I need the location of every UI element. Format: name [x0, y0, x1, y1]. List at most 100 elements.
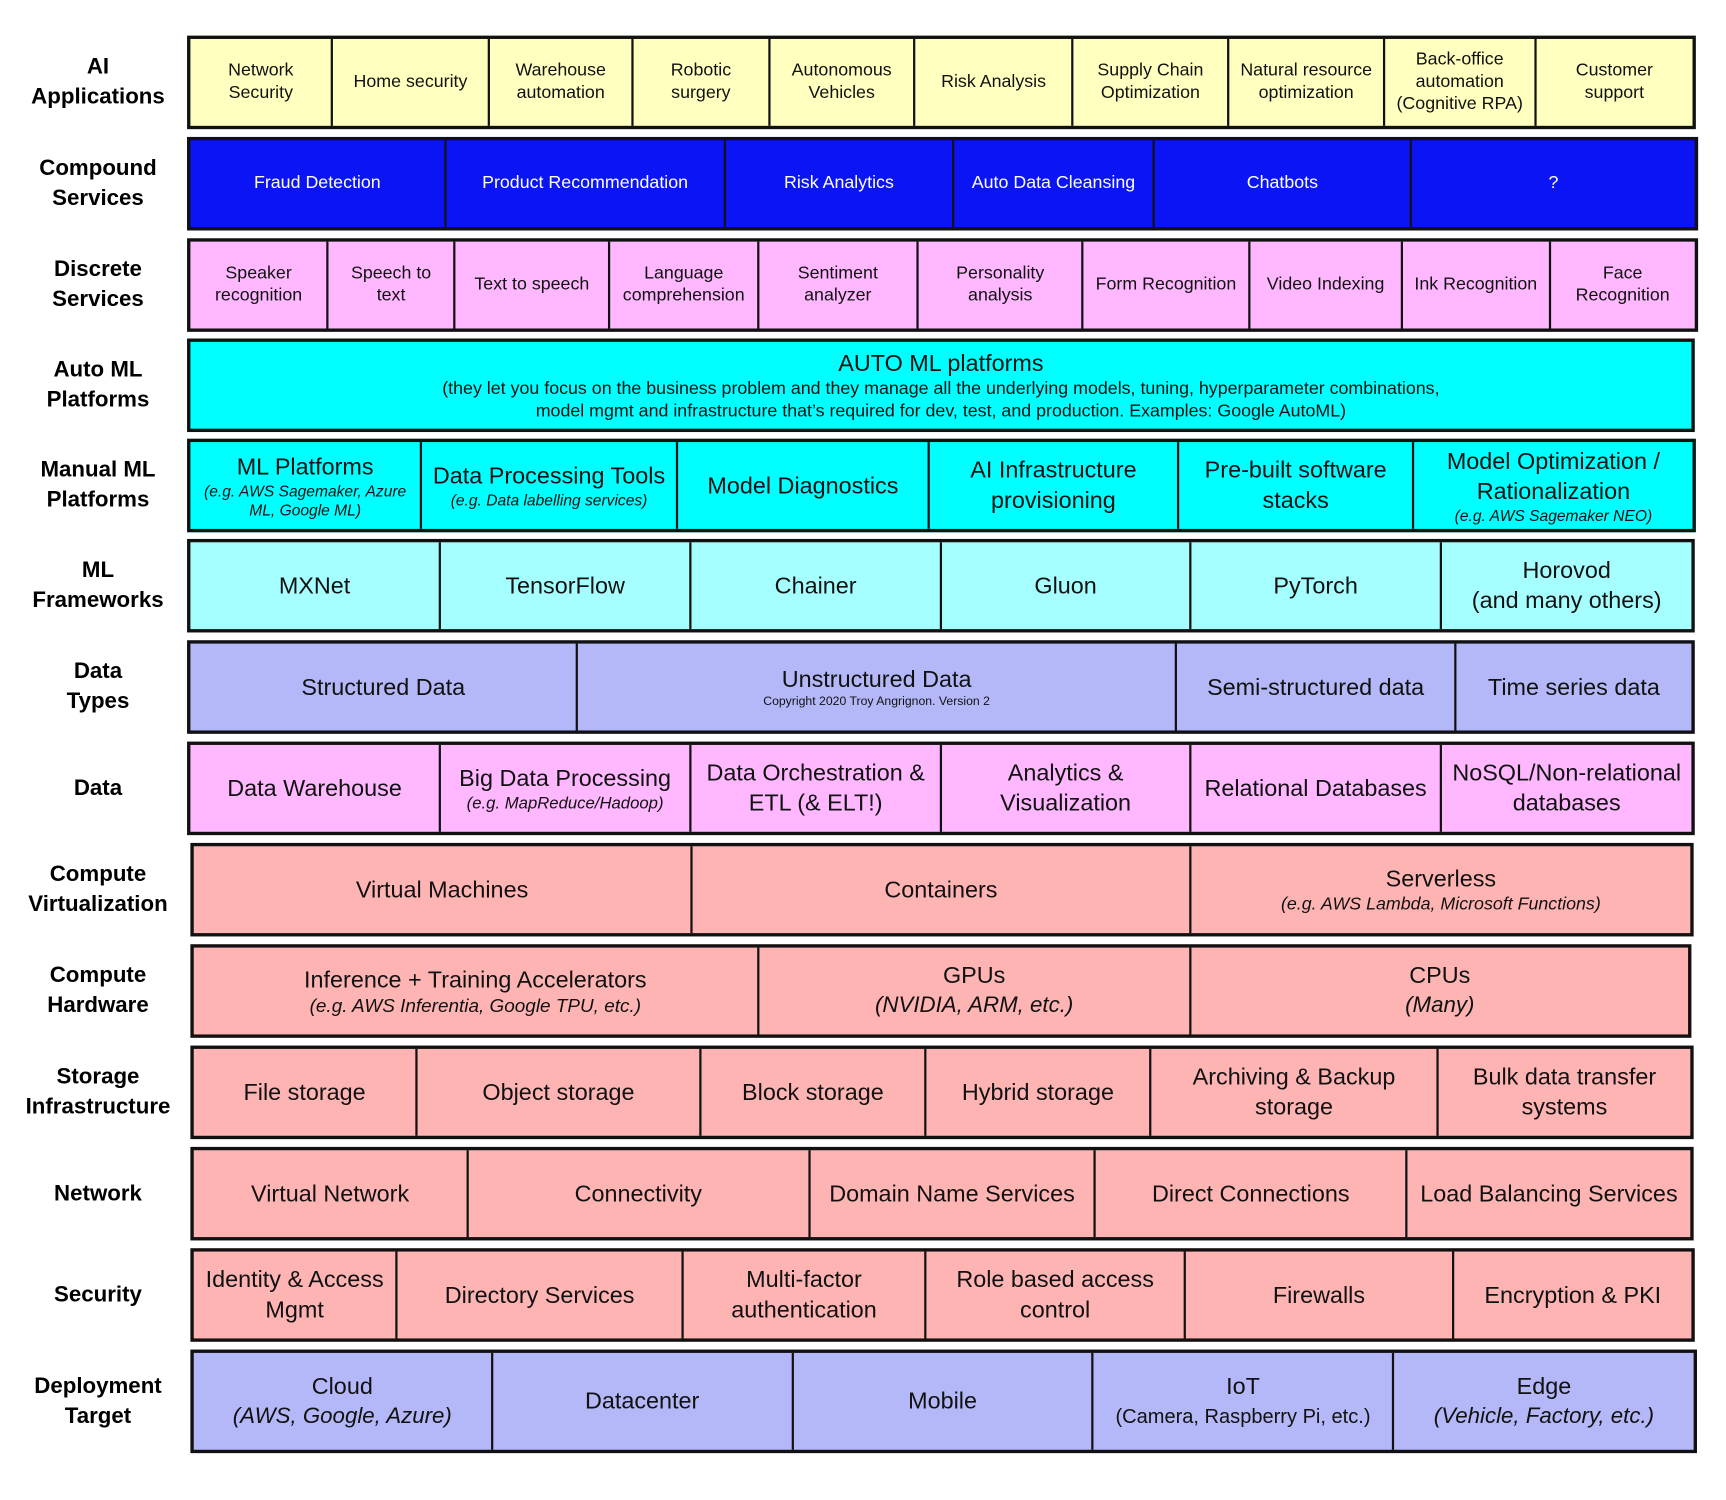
cell-role-based-access-control: Role based access control [927, 1251, 1186, 1339]
cell-title: Robotic surgery [670, 61, 732, 103]
cell-supply-chain-optimization: Supply Chain Optimization [1074, 38, 1230, 126]
cell-title: GPUs [942, 963, 1006, 989]
cell-semi-structured-data: Semi-structured data [1177, 643, 1457, 731]
cell-inference-training-accelerators: Inference + Training Accelerators(e.g. A… [194, 947, 760, 1035]
cell-mxnet: MXNet [190, 542, 441, 630]
cell-title: Multi-factor authentication [731, 1267, 877, 1323]
row-label-manual-ml-platforms: Manual ML Platforms [40, 457, 156, 513]
cell-title: Risk Analytics [783, 173, 894, 193]
row-label-compute-hardware: Compute Hardware [47, 963, 149, 1018]
cell-title: Inference + Training Accelerators [304, 967, 647, 993]
cell-language-comprehension: Language comprehension [611, 241, 760, 329]
cell-pre-built-software-stacks: Pre-built software stacks [1179, 442, 1415, 529]
cell-title: Big Data Processing [459, 765, 672, 792]
cell-title: Model Diagnostics [707, 472, 899, 499]
cell-title: Block storage [742, 1079, 884, 1106]
cell-title: Data Warehouse [227, 775, 402, 802]
row-label-storage-infrastructure: Storage Infrastructure [25, 1064, 171, 1120]
cell-cloud: Cloud(AWS, Google, Azure) [194, 1352, 494, 1450]
cell-block-storage: Block storage [701, 1048, 927, 1136]
cell-title: Connectivity [574, 1180, 702, 1207]
cell-back-office-automation-cognitive-rpa: Back-office automation (Cognitive RPA) [1385, 38, 1537, 126]
layer-manual-ml-platforms: ML Platforms(e.g. AWS Sagemaker, Azure M… [187, 438, 1696, 533]
cell-title: Autonomous Vehicles [791, 61, 892, 103]
cell-title: Form Recognition [1095, 275, 1237, 294]
cell-title: Supply Chain Optimization [1097, 61, 1204, 103]
cell-ai-infrastructure-provisioning: AI Infrastructure provisioning [930, 442, 1180, 529]
cell-encryption-pki: Encryption & PKI [1454, 1252, 1691, 1339]
cell-data-processing-tools: Data Processing Tools (e.g. Data labellin… [422, 442, 679, 529]
row-label-auto-ml-platforms: Auto ML Platforms [46, 357, 150, 412]
cell-title: AUTO ML platforms [838, 350, 1044, 376]
cell-title: Load Balancing Services [1420, 1180, 1678, 1207]
cell-title: Back-office automation (Cognitive RPA) [1396, 50, 1523, 114]
cell-directory-services: Directory Services [398, 1251, 684, 1339]
cell-title: AI Infrastructure provisioning [970, 457, 1137, 514]
cell-containers: Containers [693, 846, 1192, 934]
cell-example: (e.g. Data labelling services) [450, 491, 648, 509]
cell-title: Network Security [228, 61, 294, 103]
cell-title: Mobile [908, 1388, 978, 1415]
cell-title: Analytics & Visualization [1000, 760, 1132, 817]
cell-title: Chatbots [1246, 173, 1319, 193]
cell-title: Hybrid storage [961, 1079, 1114, 1106]
cell-title: Relational Databases [1204, 775, 1427, 802]
cell-title: Structured Data [301, 674, 466, 700]
cell-title: Text to speech [474, 275, 590, 294]
cell-example: (Camera, Raspberry Pi, etc.) [1115, 1405, 1371, 1428]
copyright-note: Copyright 2020 Troy Angrignon. Version 2 [763, 694, 990, 709]
layer-storage-infrastructure: File storage Object storage Block storage H… [190, 1045, 1694, 1140]
layer-deployment-target: Cloud(AWS, Google, Azure)Datacenter Mobil… [190, 1349, 1697, 1454]
cell-time-series-data: Time series data [1456, 644, 1691, 731]
cell-gpus: GPUs (NVIDIA, ARM, etc.) [759, 947, 1192, 1035]
cell-title: Face Recognition [1575, 263, 1670, 306]
cell-example: (NVIDIA, ARM, etc.) [874, 993, 1074, 1018]
cell-title: Containers [884, 876, 998, 903]
cell-title: Gluon [1034, 572, 1097, 599]
cell-title: Warehouse automation [515, 61, 606, 103]
cell-identity-access-mgmt: Identity & Access Mgmt [194, 1251, 398, 1339]
cell-title: Risk Analysis [941, 72, 1047, 92]
layer-auto-ml-platforms: AUTO ML platforms (they let you focus on … [187, 338, 1695, 433]
cell-example: (Many) [1405, 993, 1475, 1018]
cell-title: Customer support [1575, 61, 1653, 103]
cell-sentiment-analyzer: Sentiment analyzer [759, 241, 919, 329]
row-label-discrete-services: Discrete Services [52, 257, 144, 312]
cell-speaker-recognition: Speaker recognition [190, 241, 329, 329]
cell-object-storage: Object storage [418, 1048, 702, 1136]
row-label-ml-frameworks: ML Frameworks [32, 557, 164, 613]
cell-pytorch: PyTorch [1191, 542, 1442, 630]
cell-file-storage: File storage [194, 1048, 418, 1136]
cell-personality-analysis: Personality analysis [919, 241, 1084, 329]
cell-example: (e.g. AWS Sagemaker, Azure ML, Google ML… [204, 481, 407, 519]
cell-title: Personality analysis [956, 263, 1045, 306]
cell-title: Identity & Access Mgmt [205, 1267, 384, 1323]
row-label-compound-services: Compound Services [39, 155, 157, 211]
cell-example: (e.g. AWS Sagemaker NEO) [1454, 506, 1653, 524]
cell-title: Data Processing Tools [432, 463, 666, 489]
cell-home-security: Home security [333, 38, 490, 126]
cell-title: Chainer [774, 572, 857, 599]
cell-autonomous-vehicles: Autonomous Vehicles [770, 38, 916, 126]
cell-title: Natural resource optimization [1240, 61, 1373, 103]
cell-title: Object storage [482, 1079, 635, 1106]
cell-virtual-network: Virtual Network [194, 1150, 469, 1238]
cell-datacenter: Datacenter [493, 1352, 794, 1450]
cell-model-optimization-rationalization: Model Optimization / Rationalization(e.g… [1414, 442, 1692, 529]
cell-horovod-and-many-others: Horovod (and many others) [1442, 542, 1691, 629]
row-label-security: Security [54, 1282, 142, 1307]
cell-title: PyTorch [1273, 572, 1358, 599]
cell-title: MXNet [278, 572, 351, 599]
cell-bulk-data-transfer-systems: Bulk data transfer systems [1439, 1049, 1691, 1136]
row-label-data-types: Data Types [66, 659, 130, 714]
cell-title: Semi-structured data [1207, 674, 1425, 700]
cell-title: Auto Data Cleansing [971, 173, 1136, 193]
cell-title: Archiving & Backup storage [1192, 1064, 1396, 1121]
row-label-deployment-target: Deployment Target [34, 1373, 162, 1429]
cell-description: (they let you focus on the business prob… [442, 379, 1440, 421]
cell-cpus: CPUs(Many) [1191, 948, 1688, 1035]
